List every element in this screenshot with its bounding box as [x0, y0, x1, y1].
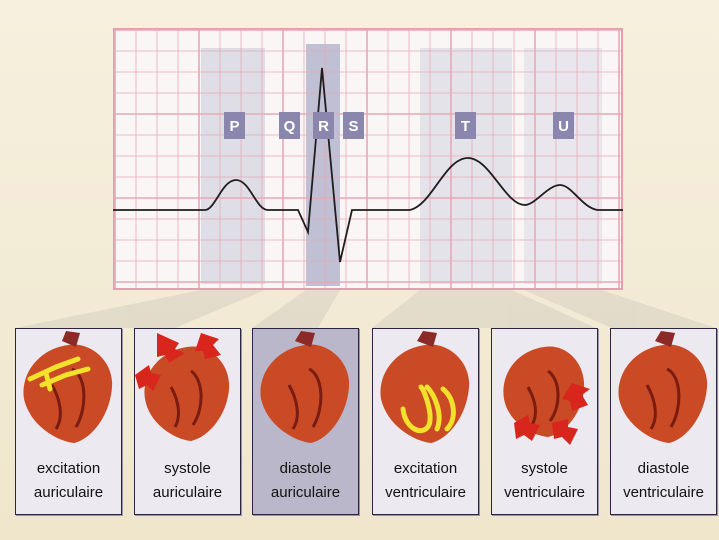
heart-ventricular-diastole-illustration: [611, 329, 716, 449]
heart-excitation-atria-illustration: [16, 329, 121, 449]
heart-excitation-ventricles-illustration: [373, 329, 478, 449]
heart-ventricular-systole-illustration: [492, 329, 597, 449]
heart-atrial-systole-illustration: [135, 329, 240, 449]
heart-atrial-diastole-illustration: [253, 329, 358, 449]
